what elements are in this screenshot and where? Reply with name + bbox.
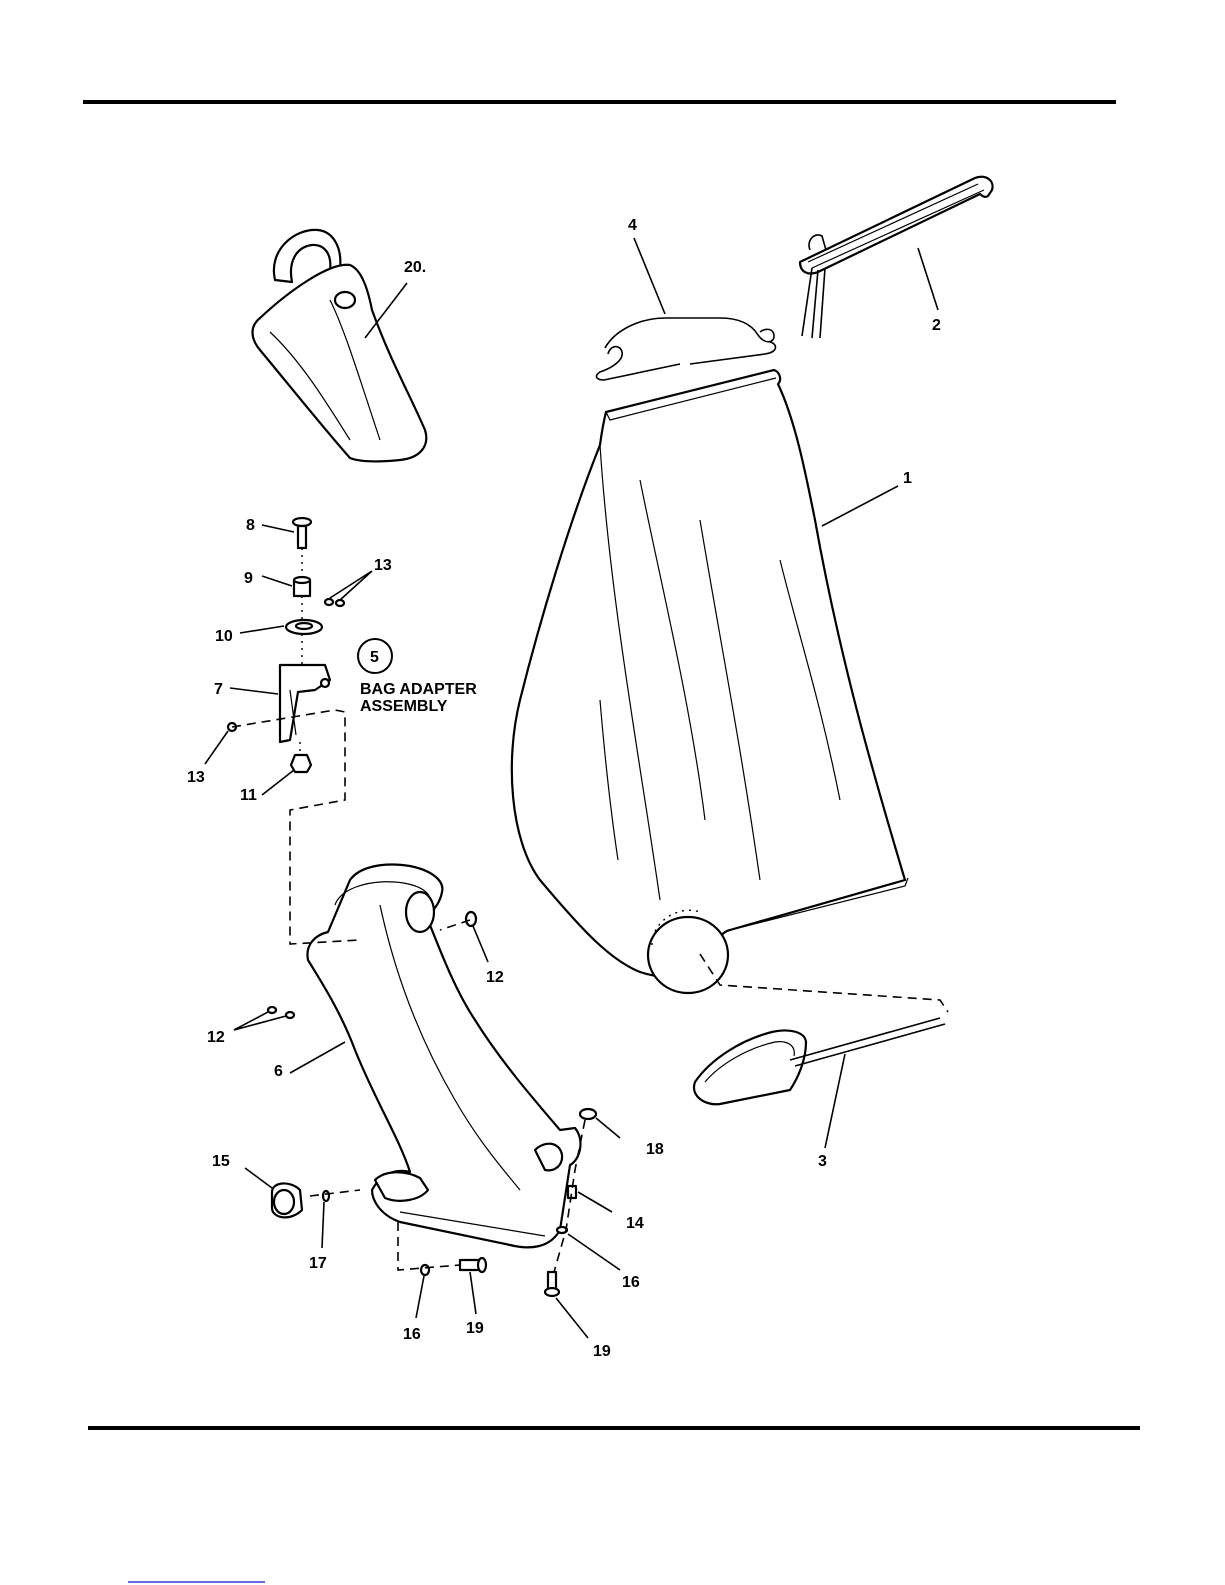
bag-cover-part-20 <box>253 230 427 461</box>
callout-13-left: 13 <box>187 769 205 786</box>
assembly-label-line1: BAG ADAPTER <box>360 681 477 698</box>
bag-frame-part-3 <box>694 1018 945 1104</box>
callout-10: 10 <box>215 628 233 645</box>
callout-5: 5 <box>370 649 379 666</box>
nut-part-11 <box>291 755 311 772</box>
callout-11: 11 <box>240 787 257 804</box>
frame-handle-part-2 <box>800 177 993 338</box>
callout-1: 1 <box>903 470 912 487</box>
callout-7: 7 <box>214 681 223 698</box>
callout-12-right: 12 <box>486 969 504 986</box>
assembly-label-line2: ASSEMBLY <box>360 698 448 715</box>
callout-17: 17 <box>309 1255 327 1272</box>
nut-part-18 <box>580 1109 596 1119</box>
callout-8: 8 <box>246 517 255 534</box>
washer-part-10 <box>286 620 322 634</box>
bag-adapter-chute-part-6 <box>307 865 580 1248</box>
spacer-part-14 <box>568 1186 576 1198</box>
callout-9: 9 <box>244 570 253 587</box>
bottom-rule <box>88 1426 1140 1430</box>
bolt-part-8 <box>293 518 311 548</box>
callout-2: 2 <box>932 317 941 334</box>
bolts-part-19 <box>460 1258 559 1296</box>
callout-16-left: 16 <box>403 1326 421 1343</box>
grass-bag-part-1 <box>512 370 908 993</box>
washer-part-17 <box>323 1191 329 1201</box>
callout-4: 4 <box>628 217 637 234</box>
callout-18: 18 <box>646 1141 664 1158</box>
callout-3: 3 <box>818 1153 827 1170</box>
bushing-part-9 <box>294 577 310 596</box>
callout-19-left: 19 <box>466 1320 484 1337</box>
callout-13-top: 13 <box>374 557 392 574</box>
callout-15: 15 <box>212 1153 230 1170</box>
callout-19-right: 19 <box>593 1343 611 1360</box>
callout-20: 20. <box>404 259 426 276</box>
callout-12-left: 12 <box>207 1029 225 1046</box>
callout-14: 14 <box>626 1215 644 1232</box>
callout-6: 6 <box>274 1063 283 1080</box>
top-rule <box>83 100 1116 104</box>
knob-part-15 <box>272 1183 302 1217</box>
bracket-part-7 <box>280 665 330 742</box>
callout-16-right: 16 <box>622 1274 640 1291</box>
wire-hanger-part-4 <box>597 318 776 380</box>
